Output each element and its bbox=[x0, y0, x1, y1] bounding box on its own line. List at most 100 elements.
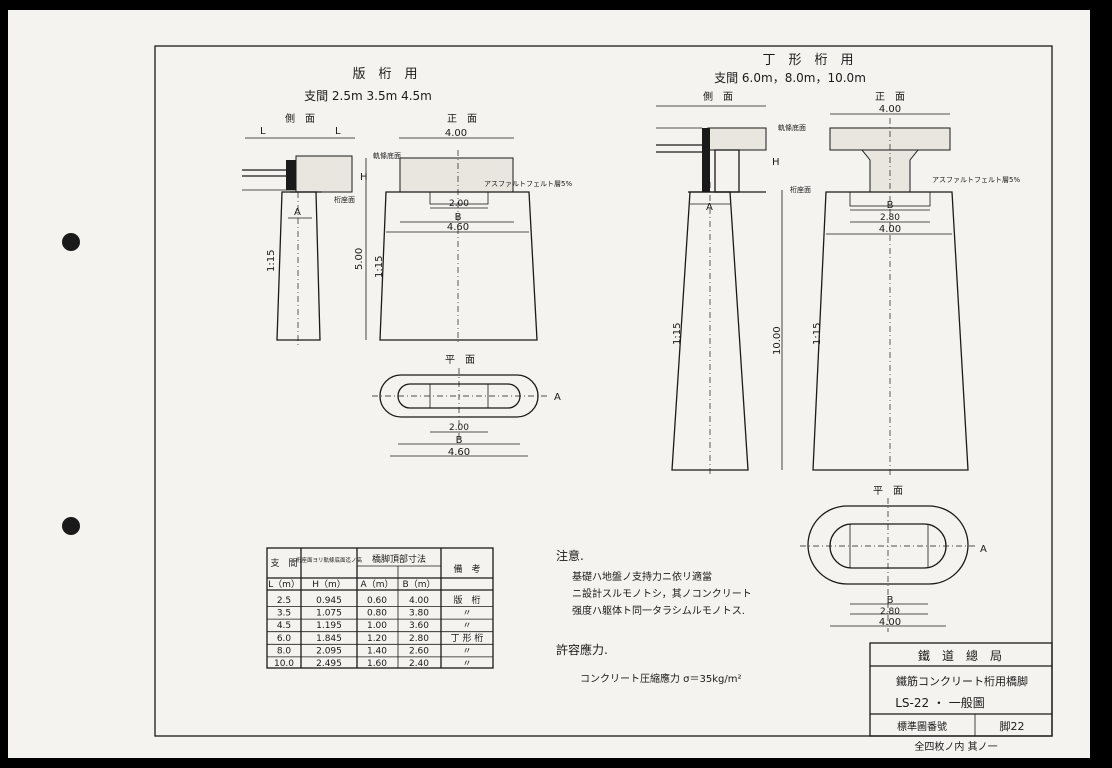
table-cell: 8.0 bbox=[277, 646, 292, 656]
table-cell: 2.60 bbox=[409, 646, 429, 656]
table-cell: 〃 bbox=[462, 659, 471, 669]
slab-plan-dim-A: A bbox=[554, 392, 561, 403]
tbeam-plan-dim-A: A bbox=[980, 544, 987, 555]
slab-dim-L1: L bbox=[260, 126, 266, 137]
dimension-table: 支 間 桁座面ヨリ軌條底面迄ノ高 橋脚頂部寸法 備 考 L（m） H（m） A（… bbox=[266, 547, 494, 669]
notes-line-1: 基礎ハ地盤ノ支持力ニ依リ適當 bbox=[572, 570, 712, 583]
notes: 注意. 基礎ハ地盤ノ支持力ニ依リ適當 ニ設計スルモノトシ，其ノコンクリート 强度… bbox=[556, 548, 752, 685]
slab-dim-bottom: 4.60 bbox=[447, 222, 469, 233]
punch-hole-bottom bbox=[62, 517, 80, 535]
table-sub-B: B（m） bbox=[403, 579, 436, 590]
tbeam-title: 丁 形 桁 用 bbox=[762, 53, 853, 68]
tbeam-dim-top: 4.00 bbox=[879, 104, 901, 115]
tbeam-plan-dim-inner: 2.80 bbox=[880, 607, 900, 617]
tbeam-dim-inner: 2.80 bbox=[880, 213, 900, 223]
tbeam-dim-H: H bbox=[772, 157, 780, 168]
tbeam-side-view: A 1:15 H 軌條底面 桁座面 10.00 bbox=[656, 105, 811, 475]
table-sub-A: A（m） bbox=[361, 579, 394, 590]
table-cell: 1.195 bbox=[316, 621, 342, 631]
table-cell: 2.80 bbox=[409, 634, 429, 644]
tbeam-plan-dim-bottom: 4.00 bbox=[879, 617, 901, 628]
table-cell: 3.80 bbox=[409, 609, 429, 619]
table-cell: 3.60 bbox=[409, 621, 429, 631]
slab-dim-B: B bbox=[455, 212, 462, 223]
tbeam-plan-view: 平 面 A B 2.80 4.00 bbox=[800, 486, 987, 632]
table-cell: 1.60 bbox=[367, 659, 387, 669]
slab-dim-A: A bbox=[294, 207, 301, 218]
table-cell: 1.845 bbox=[316, 634, 342, 644]
slab-section: 版 桁 用 支間 2.5m 3.5m 4.5m 側 面 正 面 L L A 1:… bbox=[242, 67, 572, 458]
tbeam-slope-front: 1:15 bbox=[812, 323, 823, 345]
table-cell: 0.60 bbox=[367, 596, 387, 606]
notes-heading: 注意. bbox=[556, 548, 584, 563]
slab-front-view: 4.00 軌條底面 2.00 B 4.60 アスファルトフェルト層5% 1:15 bbox=[373, 128, 572, 345]
tbeam-slope-side: 1:15 bbox=[672, 323, 683, 345]
table-cell: 1.40 bbox=[367, 646, 387, 656]
tbeam-dim-B: B bbox=[887, 200, 894, 211]
table-cell: 1.20 bbox=[367, 634, 387, 644]
slab-slope-front: 1:15 bbox=[374, 256, 385, 278]
tbeam-front-view: 4.00 B 2.80 4.00 アスファルトフェルト層5% 1:15 bbox=[812, 104, 1020, 475]
tbeam-dim-A: A bbox=[706, 202, 713, 213]
tbeam-front-label: 正 面 bbox=[875, 92, 905, 103]
slab-rail-label: 軌條底面 bbox=[373, 151, 401, 160]
table-cell: 4.5 bbox=[277, 621, 291, 631]
slab-plan-view: 平 面 A 2.00 B 4.60 bbox=[372, 355, 561, 458]
table-sub-H: H（m） bbox=[312, 579, 346, 590]
slab-plan-dim-B: B bbox=[456, 435, 463, 446]
titleblock-code: LS-22 ・ 一般圖 bbox=[895, 695, 985, 710]
table-header-span: 支 間 bbox=[270, 557, 297, 569]
slab-plan-dim-inner: 2.00 bbox=[449, 423, 469, 433]
titleblock-std-label: 標準圖番號 bbox=[897, 720, 947, 733]
table-cell: 3.5 bbox=[277, 609, 291, 619]
slab-dim-height: 5.00 bbox=[354, 248, 365, 270]
slab-dim-top: 4.00 bbox=[445, 128, 467, 139]
stress-line: コンクリート圧縮應力 σ＝35kg/m² bbox=[580, 672, 742, 685]
tbeam-dim-height: 10.00 bbox=[772, 326, 783, 355]
titleblock-std-no: 脚22 bbox=[1000, 719, 1025, 733]
table-cell: 版 桁 bbox=[453, 594, 480, 606]
notes-line-2: ニ設計スルモノトシ，其ノコンクリート bbox=[572, 587, 752, 600]
table-cell: 10.0 bbox=[274, 659, 294, 669]
title-block: 鐵 道 總 局 鐵筋コンクリート桁用橋脚 LS-22 ・ 一般圖 標準圖番號 脚… bbox=[869, 642, 1053, 753]
table-cell: 丁 形 桁 bbox=[451, 632, 484, 644]
border-frame bbox=[154, 45, 1053, 737]
punch-hole-top bbox=[62, 233, 80, 251]
tbeam-spans: 支間 6.0m，8.0m，10.0m bbox=[714, 71, 866, 85]
table-header-height: 桁座面ヨリ軌條底面迄ノ高 bbox=[296, 556, 363, 564]
table-cell: 2.495 bbox=[316, 659, 342, 669]
slab-side-view: L L A 1:15 H 桁座面 5.00 bbox=[242, 126, 368, 345]
table-cell: 2.5 bbox=[277, 596, 291, 606]
tbeam-section: 丁 形 桁 用 支間 6.0m，8.0m，10.0m 側 面 正 面 A 1:1… bbox=[656, 53, 1020, 632]
tbeam-plan-label: 平 面 bbox=[873, 486, 903, 497]
table-cell: 〃 bbox=[462, 621, 471, 631]
titleblock-name: 鐵筋コンクリート桁用橋脚 bbox=[896, 674, 1028, 688]
stress-heading: 許容應力. bbox=[556, 642, 608, 657]
table-header-top: 橋脚頂部寸法 bbox=[372, 553, 426, 565]
slab-slope-side: 1:15 bbox=[266, 250, 277, 272]
slab-seat-label: 桁座面 bbox=[334, 195, 355, 204]
notes-line-3: 强度ハ躯体ト同一タラシムルモノトス. bbox=[572, 604, 745, 617]
table-cell: 6.0 bbox=[277, 634, 292, 644]
tbeam-rail-label: 軌條底面 bbox=[778, 123, 806, 132]
slab-dim-L2: L bbox=[335, 126, 341, 137]
table-cell: 4.00 bbox=[409, 596, 429, 606]
slab-side-label: 側 面 bbox=[285, 112, 315, 125]
slab-title: 版 桁 用 bbox=[352, 67, 417, 82]
titleblock-org: 鐵 道 總 局 bbox=[918, 648, 1002, 663]
tbeam-side-label: 側 面 bbox=[703, 90, 733, 103]
table-cell: 0.945 bbox=[316, 596, 342, 606]
table-cell: 1.075 bbox=[316, 609, 342, 619]
table-cell: 2.095 bbox=[316, 646, 342, 656]
table-sub-L: L（m） bbox=[268, 579, 300, 590]
slab-plan-dim-bottom: 4.60 bbox=[448, 447, 470, 458]
slab-dim-H: H bbox=[360, 172, 368, 183]
tbeam-plan-dim-B: B bbox=[887, 595, 894, 606]
slab-asphalt-label: アスファルトフェルト層5% bbox=[484, 180, 572, 188]
table-header-remarks: 備 考 bbox=[453, 563, 480, 575]
tbeam-asphalt-label: アスファルトフェルト層5% bbox=[932, 176, 1020, 184]
titleblock-sheet: 全四枚ノ内 其ノ一 bbox=[914, 740, 997, 753]
table-cell: 1.00 bbox=[367, 621, 387, 631]
